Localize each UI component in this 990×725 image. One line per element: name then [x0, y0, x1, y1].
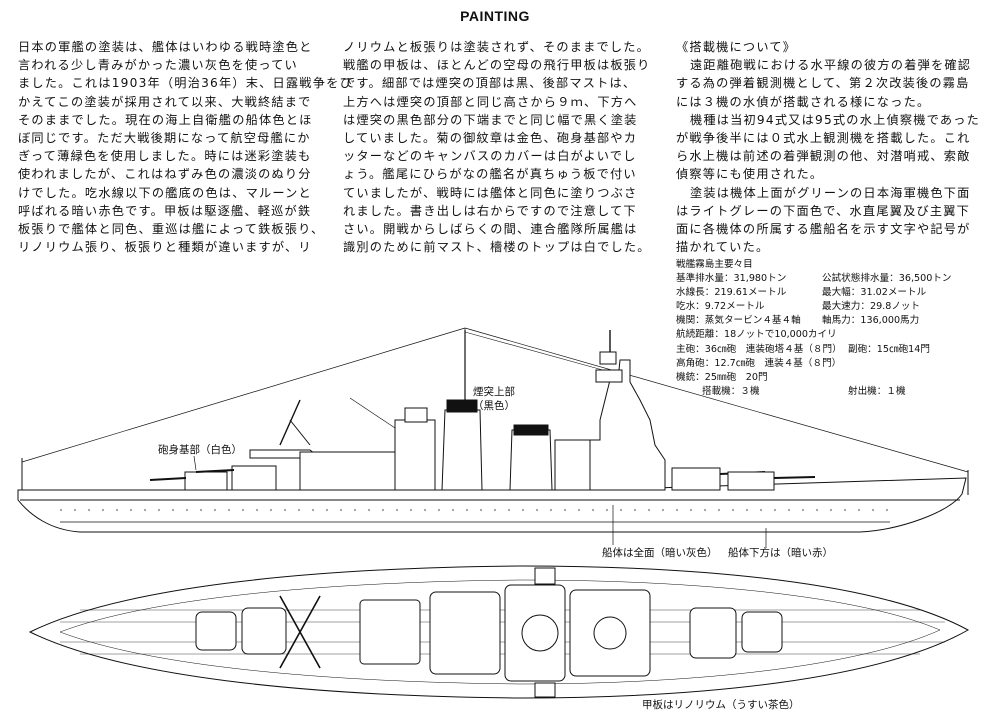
- text-line: はライトグレーの下面色で、水直尾翼及び主翼下: [676, 203, 971, 218]
- spec-table: 戦艦霧島主要々目 基準排水量：31,980トン公試状態排水量：36,500トン …: [676, 258, 981, 399]
- text-line: ぼ同じです。ただ大戦後期になって航空母艦にか: [18, 131, 311, 146]
- section-heading: 《搭載機について》: [676, 40, 797, 54]
- text-line: していました。菊の御紋章は金色、砲身基部やカ: [343, 131, 638, 146]
- spec-aircraft: 搭載機：３機: [702, 385, 760, 397]
- text-line: そのままでした。現在の海上自衛艦の船体色とほ: [18, 112, 313, 127]
- text-line: れました。書き出しは右からですので注意して下: [343, 203, 637, 218]
- text-column-2: ノリウムと板張りは塗装されず、そのままでした。 戦艦の甲板は、ほとんどの空母の飛…: [343, 38, 665, 256]
- text-line: には３機の水偵が搭載される様になった。: [676, 94, 931, 109]
- text-line: 偵察等にも使用された。: [676, 167, 824, 182]
- ship-plan-view: [28, 565, 970, 699]
- spec-engine: 機関：蒸気タービン４基４軸: [676, 315, 801, 327]
- label-deck-color: 甲板はリノリウム（うすい茶色）: [642, 699, 800, 711]
- text-line: かえてこの塗装が採用されて以来、大戦終結まで: [18, 94, 312, 109]
- text-column-1: 日本の軍艦の塗装は、艦体はいわゆる戦時塗色と 言われる少し青みがかった濃い灰色を…: [18, 38, 353, 256]
- label-barrel-base: 砲身基部（白色）: [158, 444, 242, 456]
- text-line: 言われる少し青みがかった濃い灰色を使ってい: [18, 58, 298, 73]
- text-line: ら水上機は前述の着弾観測の他、対潜哨戒、索敵: [676, 149, 971, 164]
- text-line: です。細部では煙突の頂部は黒、後部マストは、: [343, 76, 637, 91]
- text-line: 面に各機体の所属する艦船名を示す文字や記号が: [676, 222, 971, 237]
- text-line: 板張りで艦体と同色、重巡は艦によって鉄板張り、: [18, 222, 325, 237]
- ship-profile: [17, 327, 969, 533]
- text-line: が戦争後半には０式水上観測機を搭載した。これ: [676, 131, 971, 146]
- spec-heading: 戦艦霧島主要々目: [676, 259, 753, 270]
- text-line: ッターなどのキャンバスのカバーは白がよいでし: [343, 149, 637, 164]
- text-line: 日本の軍艦の塗装は、艦体はいわゆる戦時塗色と: [18, 40, 313, 54]
- text-line: ました。これは1903年（明治36年）末、日露戦争をひ: [18, 76, 353, 91]
- spec-draft: 吃水：9.72メートル: [676, 301, 765, 313]
- spec-catapult: 射出機：１機: [848, 385, 906, 397]
- spec-power: 軸馬力：136,000馬力: [822, 315, 920, 327]
- spec-range: 航続距離：18ノットで10,000カイリ: [676, 329, 837, 341]
- text-column-3: 《搭載機について》 遠距離砲戦における水平線の彼方の着弾を確認 する為の弾着観測…: [676, 38, 981, 256]
- text-line: けでした。吃水線以下の艦底の色は、マルーンと: [18, 185, 312, 200]
- label-hull-color: 船体は全面（暗い灰色）: [602, 547, 718, 559]
- spec-trial-displacement: 公試状態排水量：36,500トン: [822, 273, 952, 285]
- text-line: する為の弾着観測機として、第２次改装後の霧島: [676, 76, 970, 91]
- text-line: 遠距離砲戦における水平線の彼方の着弾を確認: [690, 58, 972, 73]
- text-line: ていましたが、戦時には艦体と同色に塗りつぶさ: [343, 185, 638, 200]
- text-line: ノリウムと板張りは塗装されず、そのままでした。: [343, 40, 651, 54]
- text-line: 戦艦の甲板は、ほとんどの空母の飛行甲板は板張り: [343, 58, 651, 73]
- text-line: 塗装は機体上面がグリーンの日本海軍機色下面: [690, 185, 971, 200]
- text-line: ょう。艦尾にひらがなの艦名が真ちゅう板で付い: [343, 167, 637, 182]
- spec-waterline-length: 水線長：219.61メートル: [676, 287, 787, 299]
- spec-main-gun: 主砲：36㎝砲 連装砲塔４基（８門）: [676, 343, 842, 355]
- text-line: 描かれていた。: [676, 240, 770, 255]
- text-line: 上方へは煙突の頂部と同じ高さから９ｍ、下方へ: [343, 94, 638, 109]
- label-funnel-top-color: （黒色）: [473, 400, 515, 412]
- text-line: 識別のために前マスト、檣楼のトップは白でした。: [343, 240, 651, 255]
- page-title: PAINTING: [460, 8, 530, 24]
- text-line: リノリウム張り、板張りと種類が違いますが、リ: [18, 240, 312, 255]
- spec-speed: 最大速力：29.8ノット: [822, 301, 920, 313]
- spec-aa-gun: 高角砲：12.7㎝砲 連装４基（８門）: [676, 357, 842, 369]
- spec-beam: 最大幅：31.02メートル: [822, 287, 927, 299]
- spec-secondary-gun: 副砲：15㎝砲14門: [848, 343, 930, 355]
- text-line: ぎって薄緑色を使用しました。時には迷彩塗装も: [18, 149, 312, 164]
- label-hull-bottom-color: 船体下方は（暗い赤）: [728, 547, 833, 559]
- spec-displacement: 基準排水量：31,980トン: [676, 273, 787, 285]
- label-funnel-top: 煙突上部: [473, 386, 515, 398]
- text-line: 使われましたが、これはねずみ色の濃淡のぬり分: [18, 167, 312, 182]
- spec-machine-gun: 機銃：25㎜砲 20門: [676, 371, 768, 383]
- text-line: 機種は当初94式又は95式の水上偵察機であった: [690, 112, 981, 127]
- text-line: は煙突の黒色部分の下端までと同じ幅で黒く塗装: [343, 112, 638, 127]
- text-line: 呼ばれる暗い赤色です。甲板は駆逐艦、軽巡が鉄: [18, 203, 312, 218]
- text-line: さい。開戦からしばらくの間、連合艦隊所属艦は: [343, 222, 638, 237]
